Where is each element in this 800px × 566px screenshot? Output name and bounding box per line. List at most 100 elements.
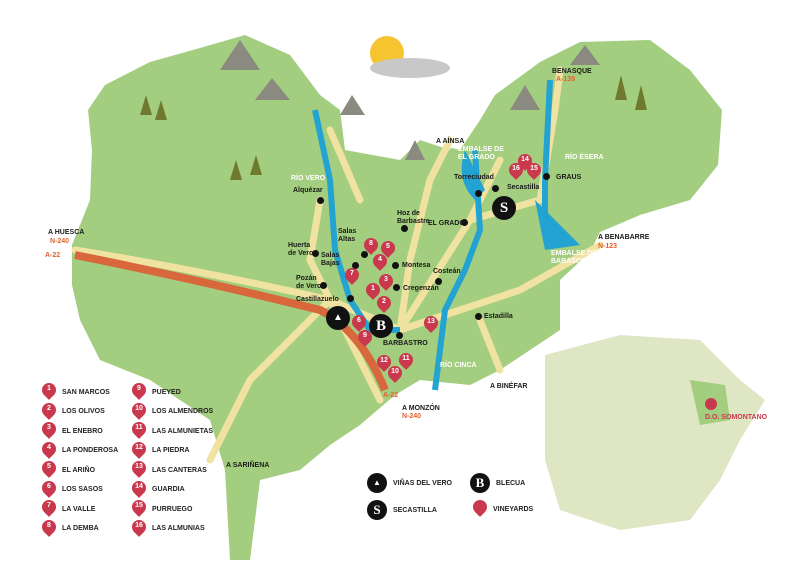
vineyard-pin[interactable]: 4 xyxy=(370,251,390,272)
vineyard-pin[interactable]: 5 xyxy=(378,238,398,259)
vineyard-name: LAS ALMUNIETAS xyxy=(152,427,214,435)
route-huesca-n240: N-240 xyxy=(50,238,70,245)
town-label: Pozán de Vero xyxy=(296,275,322,290)
town-dot xyxy=(320,282,327,289)
town-label: Torreciudad xyxy=(454,174,494,181)
vineyard-pin[interactable]: 13 xyxy=(421,313,441,334)
vineyard-pin[interactable]: 14 xyxy=(515,151,535,172)
vineyard-pin[interactable]: 8 xyxy=(361,235,381,256)
highway-a22 xyxy=(74,251,389,392)
town-dot xyxy=(396,332,403,339)
route-monzon-a22: A-22 xyxy=(383,392,399,399)
town-label: Castillazuelo xyxy=(296,296,339,303)
town-dot xyxy=(392,262,399,269)
vineyard-name: LA DEMBA xyxy=(62,525,99,532)
vineyard-pin-icon: 3 xyxy=(39,419,59,440)
vineyard-pin-icon: 8 xyxy=(39,516,59,538)
vineyard-pin-icon: 15 xyxy=(129,497,149,518)
embalse-grado-label: EMBALSE DE EL GRADO xyxy=(458,146,504,161)
town-dot xyxy=(435,278,442,285)
vineyard-pin[interactable]: 16 xyxy=(506,160,526,181)
route-huesca: A HUESCA xyxy=(48,229,85,236)
route-benasque: BENASQUE xyxy=(552,68,592,75)
town-label: Salas Bajas xyxy=(321,252,340,267)
secastilla-logo[interactable]: S xyxy=(492,196,516,220)
vineyard-pin-icon: 4 xyxy=(39,438,59,460)
town-dot xyxy=(543,173,550,180)
legend-vineyards: VINEYARDS xyxy=(470,497,533,518)
town-label: Montesa xyxy=(402,262,431,269)
somontano-label: D.O. SOMONTANO xyxy=(705,414,768,421)
vineyard-name: LOS SASOS xyxy=(62,486,103,493)
vineyard-name: LA PIEDRA xyxy=(152,447,190,454)
vineyard-pin[interactable]: 15 xyxy=(524,160,544,181)
vineyard-pin[interactable]: 7 xyxy=(342,265,362,286)
tree-icons xyxy=(140,75,647,180)
vineyard-pin-icon: 5 xyxy=(39,458,59,479)
vineyard-name: GUARDIA xyxy=(152,486,185,493)
vineyard-pin-icon: 7 xyxy=(39,497,59,518)
town-label: Estadilla xyxy=(484,313,513,320)
route-huesca-a22: A-22 xyxy=(45,252,61,259)
embalse-barasona xyxy=(535,200,580,250)
vineyard-name: LA PONDEROSA xyxy=(62,447,119,454)
town-dot xyxy=(361,251,368,258)
route-benabarre-n123: N-123 xyxy=(598,243,618,250)
town-label: Costeán xyxy=(433,268,461,275)
town-dot xyxy=(347,295,354,302)
vinas-del-vero-logo[interactable]: ▲ xyxy=(326,306,350,330)
cloud-area xyxy=(340,60,460,160)
route-monzon-n240: N-240 xyxy=(402,413,422,420)
vineyard-pin[interactable]: 10 xyxy=(385,363,405,384)
vineyard-name: LOS ALMENDROS xyxy=(152,408,214,415)
vineyard-pin[interactable]: 3 xyxy=(376,271,396,292)
legend-vinas: ▲VIÑAS DEL VERO xyxy=(367,473,452,493)
town-dot xyxy=(492,185,499,192)
town-dot xyxy=(461,219,468,226)
embalse-grado xyxy=(461,150,485,200)
town-label: Huerta de Vero xyxy=(288,242,314,257)
vineyard-pin[interactable]: 12 xyxy=(374,352,394,373)
vineyard-name: LAS CANTERAS xyxy=(152,466,207,474)
town-label: EL GRADO xyxy=(428,220,465,227)
embalse-barasona-label: EMBALSE DE BARASONA xyxy=(551,250,597,265)
town-label: Hoz de Barbastre xyxy=(397,210,430,225)
vineyard-pin[interactable]: 2 xyxy=(374,293,394,314)
town-dot xyxy=(352,262,359,269)
town-label: GRAUS xyxy=(556,174,582,181)
vineyard-pin-icon: 16 xyxy=(129,516,149,538)
town-dot xyxy=(475,313,482,320)
sun-icon xyxy=(370,36,450,78)
town-dot xyxy=(401,225,408,232)
town-label: Cregenzán xyxy=(403,285,439,292)
vineyard-pin-icon: 6 xyxy=(39,477,59,499)
rio-cinca-label: RÍO CINCA xyxy=(440,362,477,369)
town-label: Secastilla xyxy=(507,184,540,191)
route-ainsa: A AÍNSA xyxy=(436,138,465,145)
mountain-icons xyxy=(220,40,600,160)
vineyard-pin[interactable]: 9 xyxy=(355,327,375,348)
blecua-logo[interactable]: B xyxy=(369,314,393,338)
vineyard-pin[interactable]: 11 xyxy=(396,350,416,371)
route-sarinena: A SARIÑENA xyxy=(226,462,270,469)
vineyard-pin[interactable]: 1 xyxy=(363,280,383,301)
vineyard-name: LOS OLIVOS xyxy=(62,408,105,415)
town-label: Alquézar xyxy=(293,187,323,194)
spain-inset xyxy=(545,335,765,530)
vineyard-pin[interactable]: 6 xyxy=(349,312,369,333)
